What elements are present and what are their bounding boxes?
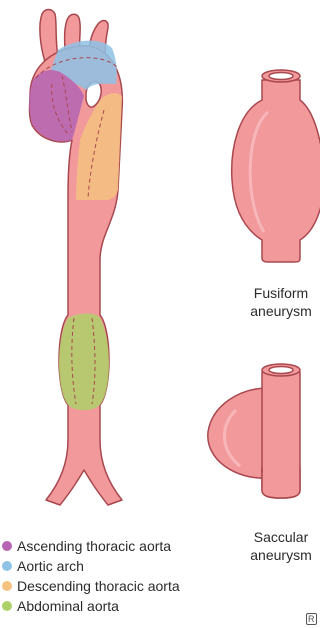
legend-swatch [2,601,12,611]
corner-logo: R [306,613,317,625]
legend-label: Ascending thoracic aorta [17,538,171,554]
legend-swatch [2,541,12,551]
fusiform-aneurysm [232,70,320,262]
legend-item-abdominal: Abdominal aorta [2,596,180,616]
legend-swatch [2,581,12,591]
legend-label: Descending thoracic aorta [17,578,180,594]
saccular-caption-line2: aneurysm [241,546,320,564]
saccular-caption-line1: Saccular [241,528,320,546]
legend-label: Abdominal aorta [17,598,119,614]
saccular-aneurysm [208,364,300,498]
legend-item-arch: Aortic arch [2,556,180,576]
fusiform-caption: Fusiform aneurysm [241,284,320,320]
fusiform-caption-line2: aneurysm [241,302,320,320]
saccular-caption: Saccular aneurysm [241,528,320,564]
legend-label: Aortic arch [17,558,84,574]
legend-item-ascending: Ascending thoracic aorta [2,536,180,556]
legend: Ascending thoracic aorta Aortic arch Des… [2,536,180,616]
legend-swatch [2,561,12,571]
fusiform-caption-line1: Fusiform [241,284,320,302]
legend-item-descending: Descending thoracic aorta [2,576,180,596]
abdominal-segment [59,314,109,411]
